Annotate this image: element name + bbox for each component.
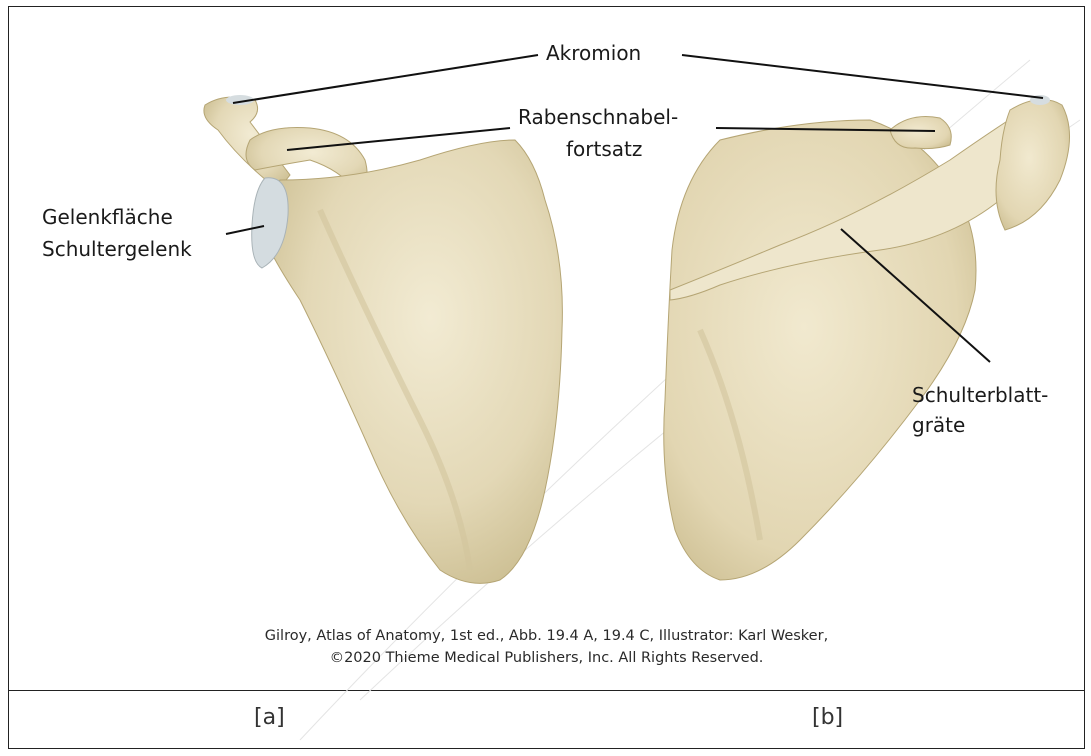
image-credit-line1: Gilroy, Atlas of Anatomy, 1st ed., Abb. …: [8, 626, 1085, 646]
scapula-posterior-view: [664, 95, 1070, 580]
label-coracoid-line1: Rabenschnabel-: [518, 104, 678, 130]
label-coracoid-line2: fortsatz: [566, 136, 642, 162]
scapula-body-a: [269, 140, 563, 583]
scapula-anterior-view: [204, 95, 562, 583]
label-spine-line1: Schulterblatt-: [912, 382, 1048, 408]
label-glenoid-line1: Gelenkfläche: [42, 204, 173, 230]
panel-label-b: [b]: [812, 705, 843, 730]
acromion-b: [996, 100, 1070, 230]
label-spine-line2: gräte: [912, 412, 965, 438]
coracoid-process-b: [890, 117, 951, 149]
label-glenoid-line2: Schultergelenk: [42, 236, 192, 262]
label-akromion: Akromion: [546, 40, 641, 66]
leader-akromion-a: [233, 55, 538, 103]
panel-label-a: [a]: [254, 705, 285, 730]
image-credit-line2: ©2020 Thieme Medical Publishers, Inc. Al…: [8, 648, 1085, 668]
leader-akromion-b: [682, 55, 1043, 98]
